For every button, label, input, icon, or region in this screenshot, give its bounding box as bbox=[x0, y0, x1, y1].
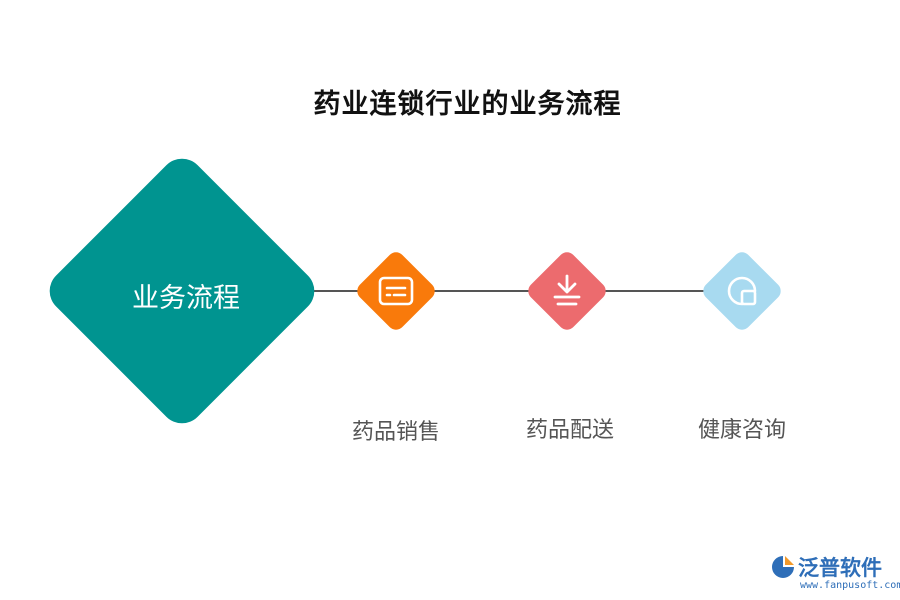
step-label-consult: 健康咨询 bbox=[697, 418, 786, 443]
watermark-brand: 泛普软件 bbox=[798, 556, 882, 580]
step-label-delivery: 药品配送 bbox=[525, 418, 614, 443]
connector-line bbox=[300, 290, 710, 292]
fanpu-logo-icon bbox=[772, 556, 794, 578]
circle-square-icon bbox=[727, 276, 757, 306]
watermark-logo: 泛普软件 www.fanpusoft.com bbox=[770, 552, 900, 596]
step-label-sales: 药品销售 bbox=[351, 420, 440, 445]
message-box-icon bbox=[378, 276, 414, 306]
diagram-title: 药业连锁行业的业务流程 bbox=[313, 89, 622, 120]
watermark-url: www.fanpusoft.com bbox=[800, 580, 900, 591]
download-tray-icon bbox=[553, 274, 581, 306]
center-label: 业务流程 bbox=[132, 283, 240, 314]
